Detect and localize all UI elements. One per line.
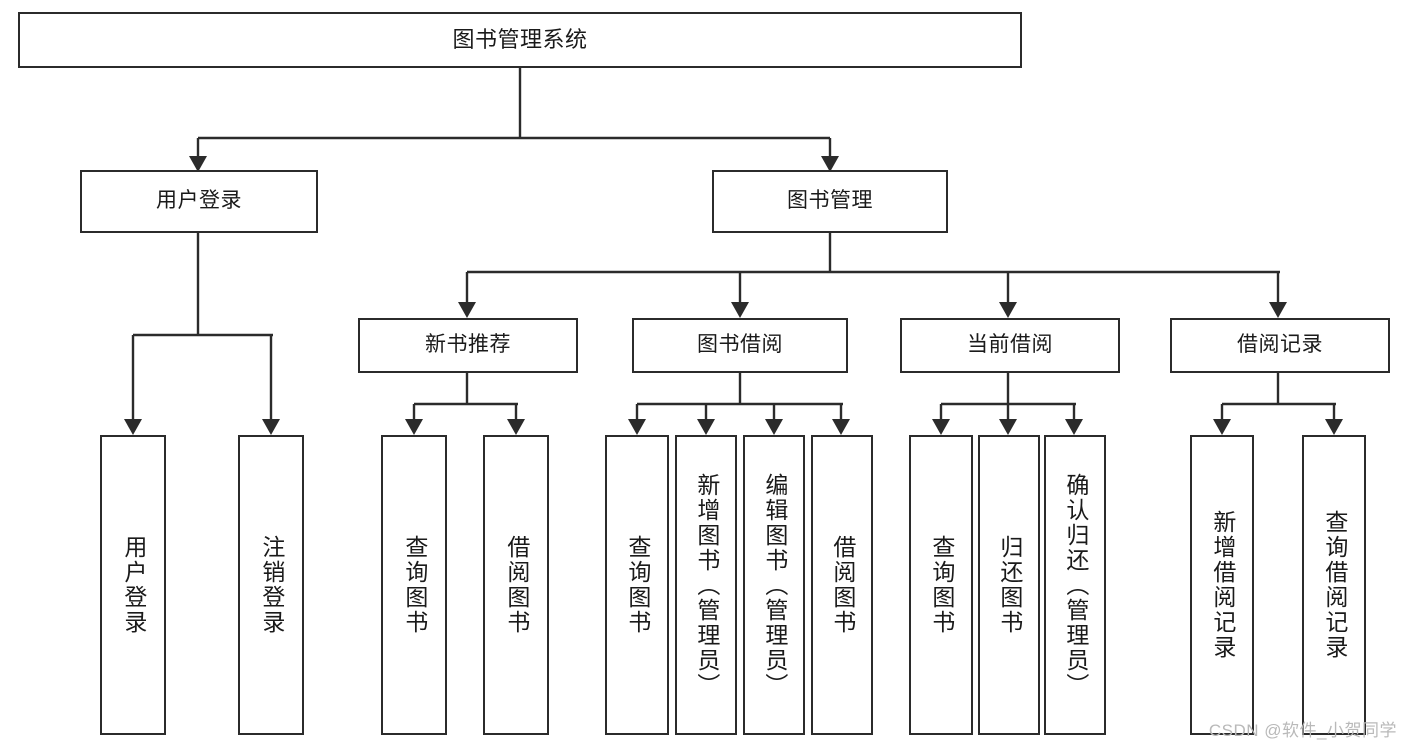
leaf-query-book-current[interactable]: 查询图书 <box>909 435 973 735</box>
arrowhead-br-leaf1 <box>1213 419 1231 435</box>
leaf-logout[interactable]: 注销登录 <box>238 435 304 735</box>
node-current-borrow[interactable]: 当前借阅 <box>900 318 1120 373</box>
arrowhead-cb-leaf3 <box>1065 419 1083 435</box>
arrowhead-book-borrow <box>731 302 749 318</box>
node-label: 借阅图书 <box>503 535 530 635</box>
leaf-confirm-return-admin[interactable]: 确认归还（管理员） <box>1044 435 1106 735</box>
arrowhead-cb-leaf1 <box>932 419 950 435</box>
node-label: 用户登录 <box>120 535 147 635</box>
node-label: 编辑图书（管理员） <box>761 472 788 698</box>
node-root-system[interactable]: 图书管理系统 <box>18 12 1022 68</box>
node-label: 新书推荐 <box>425 333 511 357</box>
node-user-login[interactable]: 用户登录 <box>80 170 318 233</box>
leaf-query-book-recommend[interactable]: 查询图书 <box>381 435 447 735</box>
node-label: 归还图书 <box>996 535 1023 635</box>
arrowhead-bb-leaf3 <box>765 419 783 435</box>
arrowhead-cb-leaf2 <box>999 419 1017 435</box>
arrowhead-nb-leaf2 <box>507 419 525 435</box>
leaf-add-borrow-record[interactable]: 新增借阅记录 <box>1190 435 1254 735</box>
arrowhead-current-borrow <box>999 302 1017 318</box>
node-label: 图书借阅 <box>697 333 783 357</box>
leaf-user-login[interactable]: 用户登录 <box>100 435 166 735</box>
arrowhead-borrow-record <box>1269 302 1287 318</box>
node-new-book-recommend[interactable]: 新书推荐 <box>358 318 578 373</box>
node-label: 确认归还（管理员） <box>1062 472 1089 698</box>
leaf-query-borrow-record[interactable]: 查询借阅记录 <box>1302 435 1366 735</box>
arrowhead-bb-leaf1 <box>628 419 646 435</box>
leaf-borrow-book-recommend[interactable]: 借阅图书 <box>483 435 549 735</box>
node-borrow-record[interactable]: 借阅记录 <box>1170 318 1390 373</box>
node-label: 查询借阅记录 <box>1321 510 1348 660</box>
leaf-query-book-borrow[interactable]: 查询图书 <box>605 435 669 735</box>
node-label: 图书管理系统 <box>452 27 588 53</box>
node-book-borrow[interactable]: 图书借阅 <box>632 318 848 373</box>
node-label: 查询图书 <box>624 535 651 635</box>
leaf-edit-book-admin[interactable]: 编辑图书（管理员） <box>743 435 805 735</box>
arrowhead-nb-leaf1 <box>405 419 423 435</box>
arrowhead-bb-leaf4 <box>832 419 850 435</box>
leaf-return-book[interactable]: 归还图书 <box>978 435 1040 735</box>
arrowhead-leaf-logout <box>262 419 280 435</box>
arrowhead-new-book <box>458 302 476 318</box>
node-label: 当前借阅 <box>967 333 1053 357</box>
arrowhead-leaf-user-login <box>124 419 142 435</box>
node-label: 图书管理 <box>787 189 873 213</box>
node-label: 新增图书（管理员） <box>693 472 720 698</box>
leaf-borrow-book[interactable]: 借阅图书 <box>811 435 873 735</box>
leaf-add-book-admin[interactable]: 新增图书（管理员） <box>675 435 737 735</box>
node-label: 查询图书 <box>401 535 428 635</box>
node-label: 借阅记录 <box>1237 333 1323 357</box>
node-label: 用户登录 <box>156 189 242 213</box>
node-label: 查询图书 <box>928 535 955 635</box>
arrowhead-bb-leaf2 <box>697 419 715 435</box>
node-label: 注销登录 <box>258 535 285 635</box>
node-label: 新增借阅记录 <box>1209 510 1236 660</box>
arrowhead-br-leaf2 <box>1325 419 1343 435</box>
node-book-management[interactable]: 图书管理 <box>712 170 948 233</box>
node-label: 借阅图书 <box>829 535 856 635</box>
